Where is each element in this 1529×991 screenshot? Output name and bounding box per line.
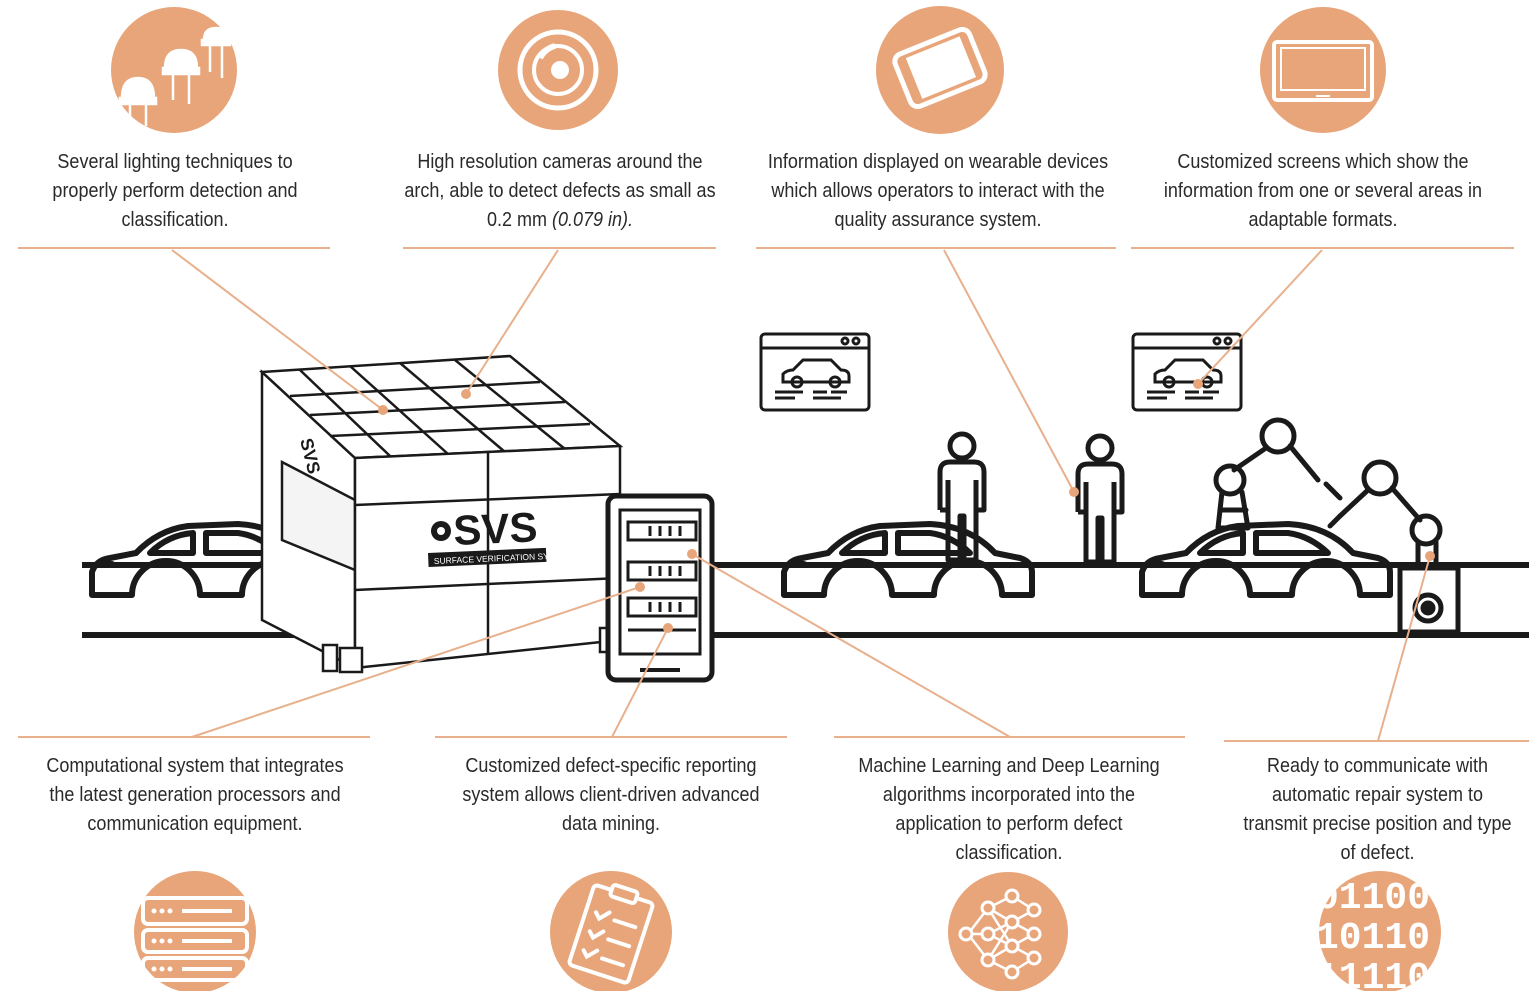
camera-lens-icon (498, 10, 618, 130)
binary-row: 01100 (1316, 877, 1430, 920)
robot-arm-1 (1216, 420, 1340, 528)
robot-arm-2 (1327, 459, 1461, 635)
binary-row: 11110 (1316, 957, 1430, 991)
led-lights-icon (111, 7, 237, 133)
smartphone-icon (876, 6, 1004, 134)
caption-cameras-emphasis: (0.079 in). (551, 209, 634, 231)
caption-screens: Customized screens which show the inform… (1163, 151, 1483, 231)
caption-repair-system: Ready to communicate with automatic repa… (1243, 755, 1512, 864)
binary-row: 10110 (1316, 917, 1430, 960)
caption-computational: Computational system that integrates the… (46, 755, 344, 835)
callout-lines (18, 247, 1529, 742)
binary-code-icon: 01100 10110 11110 (1316, 871, 1441, 991)
clipboard-checklist-icon (550, 871, 672, 991)
caption-lighting: Several lighting techniques to properly … (52, 151, 298, 231)
screen-display-2 (1131, 332, 1243, 412)
caption-cameras: High resolution cameras around the arch,… (398, 148, 722, 235)
caption-machine-learning: Machine Learning and Deep Learning algor… (858, 755, 1160, 864)
caption-cameras-text: High resolution cameras around the arch,… (404, 151, 716, 231)
neural-network-icon (948, 872, 1068, 991)
car-body-2 (784, 524, 1032, 595)
car-body-3 (1142, 524, 1390, 595)
server-rack-icon (134, 871, 256, 991)
svs-logo: SVS SURFACE VERIFICATION SYSTEM (428, 503, 573, 567)
svs-tunnel: SVS (259, 354, 624, 674)
svg-text:SVS: SVS (452, 503, 538, 554)
callout-dots (378, 379, 1435, 633)
monitor-icon (1260, 7, 1386, 133)
operator-1 (940, 434, 984, 560)
operator-2 (1078, 436, 1122, 562)
caption-reporting: Customized defect-specific reporting sys… (462, 755, 760, 835)
server-cabinet (605, 493, 715, 683)
screen-display-1 (759, 332, 871, 412)
caption-wearables: Information displayed on wearable device… (767, 151, 1109, 231)
